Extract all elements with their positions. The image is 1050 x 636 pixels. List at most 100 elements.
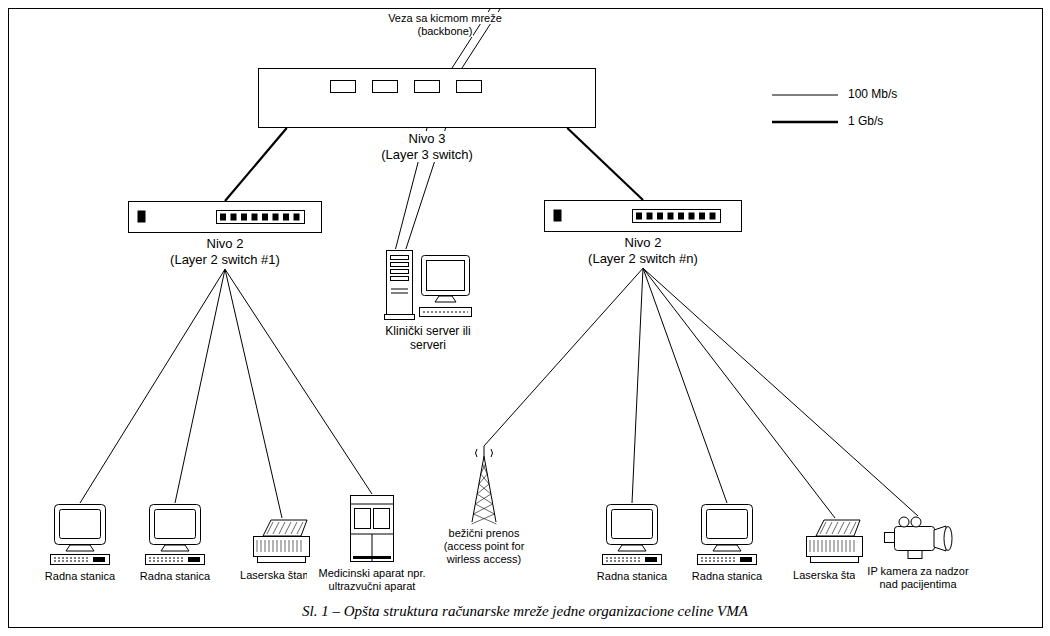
drive-bay <box>391 270 409 274</box>
printer-grille <box>285 540 286 552</box>
switch-port <box>668 213 674 220</box>
switch-port <box>699 213 705 220</box>
ap-symbol <box>467 446 501 524</box>
switch-port <box>252 214 258 221</box>
cam-node: IP kamera za nadzor nad pacijentima <box>852 516 984 591</box>
node-label: Radna stanica <box>138 570 212 583</box>
ws-icon <box>51 505 110 565</box>
printer-grille <box>834 540 835 552</box>
printer-grille <box>830 540 831 552</box>
legend-text: 1 Gb/s <box>848 114 883 128</box>
camera-reel <box>899 517 909 527</box>
l2-icon <box>545 201 742 232</box>
printer-icon <box>807 520 863 563</box>
tray-paper <box>832 522 838 534</box>
monitor-screen <box>707 510 748 539</box>
keyboard-pad <box>740 557 752 562</box>
network-link <box>225 269 282 518</box>
keyboard <box>420 308 472 317</box>
med-symbol <box>349 494 395 564</box>
port-block <box>633 210 721 223</box>
tower-base <box>385 315 415 320</box>
printer-grille <box>822 540 823 552</box>
node-label: (Layer 2 switch #n) <box>586 251 700 267</box>
ap-node: bežični prenos (access point for wirless… <box>430 446 538 567</box>
switch-port <box>689 213 695 220</box>
printer-grille <box>261 540 262 552</box>
switch-port <box>273 214 279 221</box>
keyboard-keys <box>423 312 468 313</box>
printer-grille <box>826 540 827 552</box>
mast-lattice <box>473 504 494 514</box>
l2-node: Nivo 2(Layer 2 switch #n) <box>544 200 742 266</box>
legend-entry: 100 Mb/s <box>848 87 897 101</box>
printer-grille <box>818 540 819 552</box>
node-label: Medicinski aparat npr. ultrazvučni apara… <box>307 567 437 593</box>
keyboard-pad <box>645 557 657 562</box>
camera-grip <box>908 551 922 559</box>
network-link <box>632 268 643 503</box>
radio-wave <box>476 449 493 457</box>
ws-icon <box>698 505 757 565</box>
caption-box: Sl. 1 – Opšta struktura računarske mreže… <box>20 602 1030 620</box>
node-label: (Layer 2 switch #1) <box>168 252 282 268</box>
cam-icon <box>885 517 953 559</box>
tray-paper <box>285 522 291 534</box>
keyboard-keys <box>54 558 88 559</box>
monitor-stand <box>618 545 646 551</box>
network-label: Veza sa kicmom mreže (backbone) <box>380 12 510 38</box>
printer-grille <box>281 540 282 552</box>
backbone-label: Veza sa kicmom mreže (backbone) <box>388 12 502 37</box>
server-tower <box>387 251 413 315</box>
l2-symbol <box>544 200 742 232</box>
node-label: bežični prenos (access point for wirless… <box>433 527 535 567</box>
camera-body <box>895 527 935 551</box>
printer-icon <box>254 520 310 563</box>
monitor-stand <box>713 545 741 551</box>
monitor-case <box>702 505 753 545</box>
legend-line <box>772 121 838 123</box>
tray-paper <box>826 522 832 534</box>
network-link <box>225 128 287 201</box>
keyboard-keys <box>606 558 640 559</box>
tower-vent <box>391 289 408 290</box>
l2-icon <box>129 202 322 233</box>
printer-body <box>807 537 863 557</box>
node-label: IP kamera za nadzor nad pacijentima <box>855 565 981 591</box>
printer-body <box>254 537 310 557</box>
network-link <box>567 128 643 200</box>
monitor-screen <box>427 261 465 291</box>
ws-icon <box>603 505 662 565</box>
node-label: Radna stanica <box>595 570 669 583</box>
antenna-mast <box>472 456 496 522</box>
switch-module <box>331 81 356 93</box>
switch-case <box>545 201 742 232</box>
keyboard-keys <box>701 558 735 559</box>
mast-lattice <box>477 484 491 494</box>
printer-grille <box>289 540 290 552</box>
network-link <box>643 268 835 518</box>
drive-bay <box>391 263 409 267</box>
monitor-screen <box>612 510 653 539</box>
node-label: Nivo 2 <box>205 236 246 252</box>
printer-grille <box>838 540 839 552</box>
printer-grille <box>846 540 847 552</box>
l3-symbol <box>258 68 596 128</box>
tower-vent <box>391 293 408 294</box>
printer-grille <box>854 540 855 552</box>
l2-symbol <box>128 201 322 233</box>
device-panel <box>355 509 371 529</box>
monitor-stand <box>435 296 456 302</box>
node-label: Nivo 3 <box>407 131 448 147</box>
tray-paper <box>838 522 844 534</box>
tray-paper <box>279 522 285 534</box>
l3-node: Nivo 3(Layer 3 switch) <box>258 68 596 162</box>
legend-entry: 1 Gb/s <box>848 114 883 128</box>
keyboard-keys <box>149 561 183 562</box>
keyboard <box>51 555 110 565</box>
keyboard-pad <box>93 557 105 562</box>
monitor-case <box>607 505 658 545</box>
printer-tray <box>263 520 307 536</box>
med-icon <box>351 496 394 562</box>
ws-symbol <box>143 503 207 567</box>
